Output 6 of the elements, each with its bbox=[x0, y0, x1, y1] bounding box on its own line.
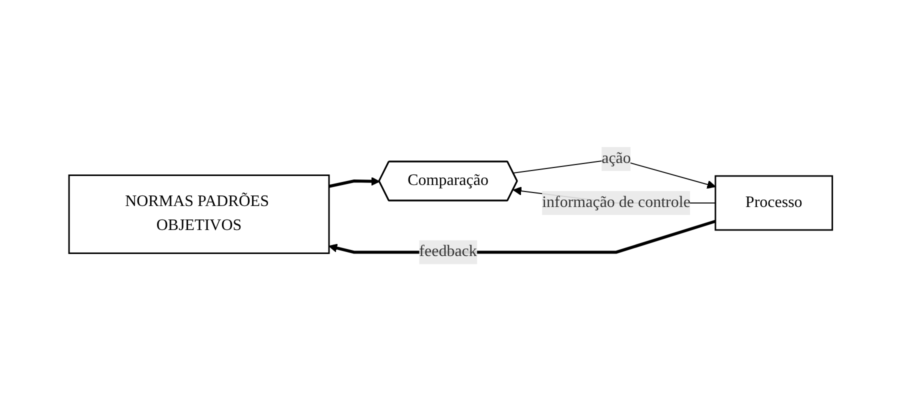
edge-label: feedback bbox=[420, 243, 478, 260]
arrow bbox=[329, 176, 380, 188]
node-box: NORMAS PADRÕES OBJETIVOS bbox=[68, 174, 330, 254]
edge-label: ação bbox=[602, 150, 632, 167]
node-box: Processo bbox=[715, 175, 834, 231]
edge-label: informação de controle bbox=[542, 194, 691, 211]
